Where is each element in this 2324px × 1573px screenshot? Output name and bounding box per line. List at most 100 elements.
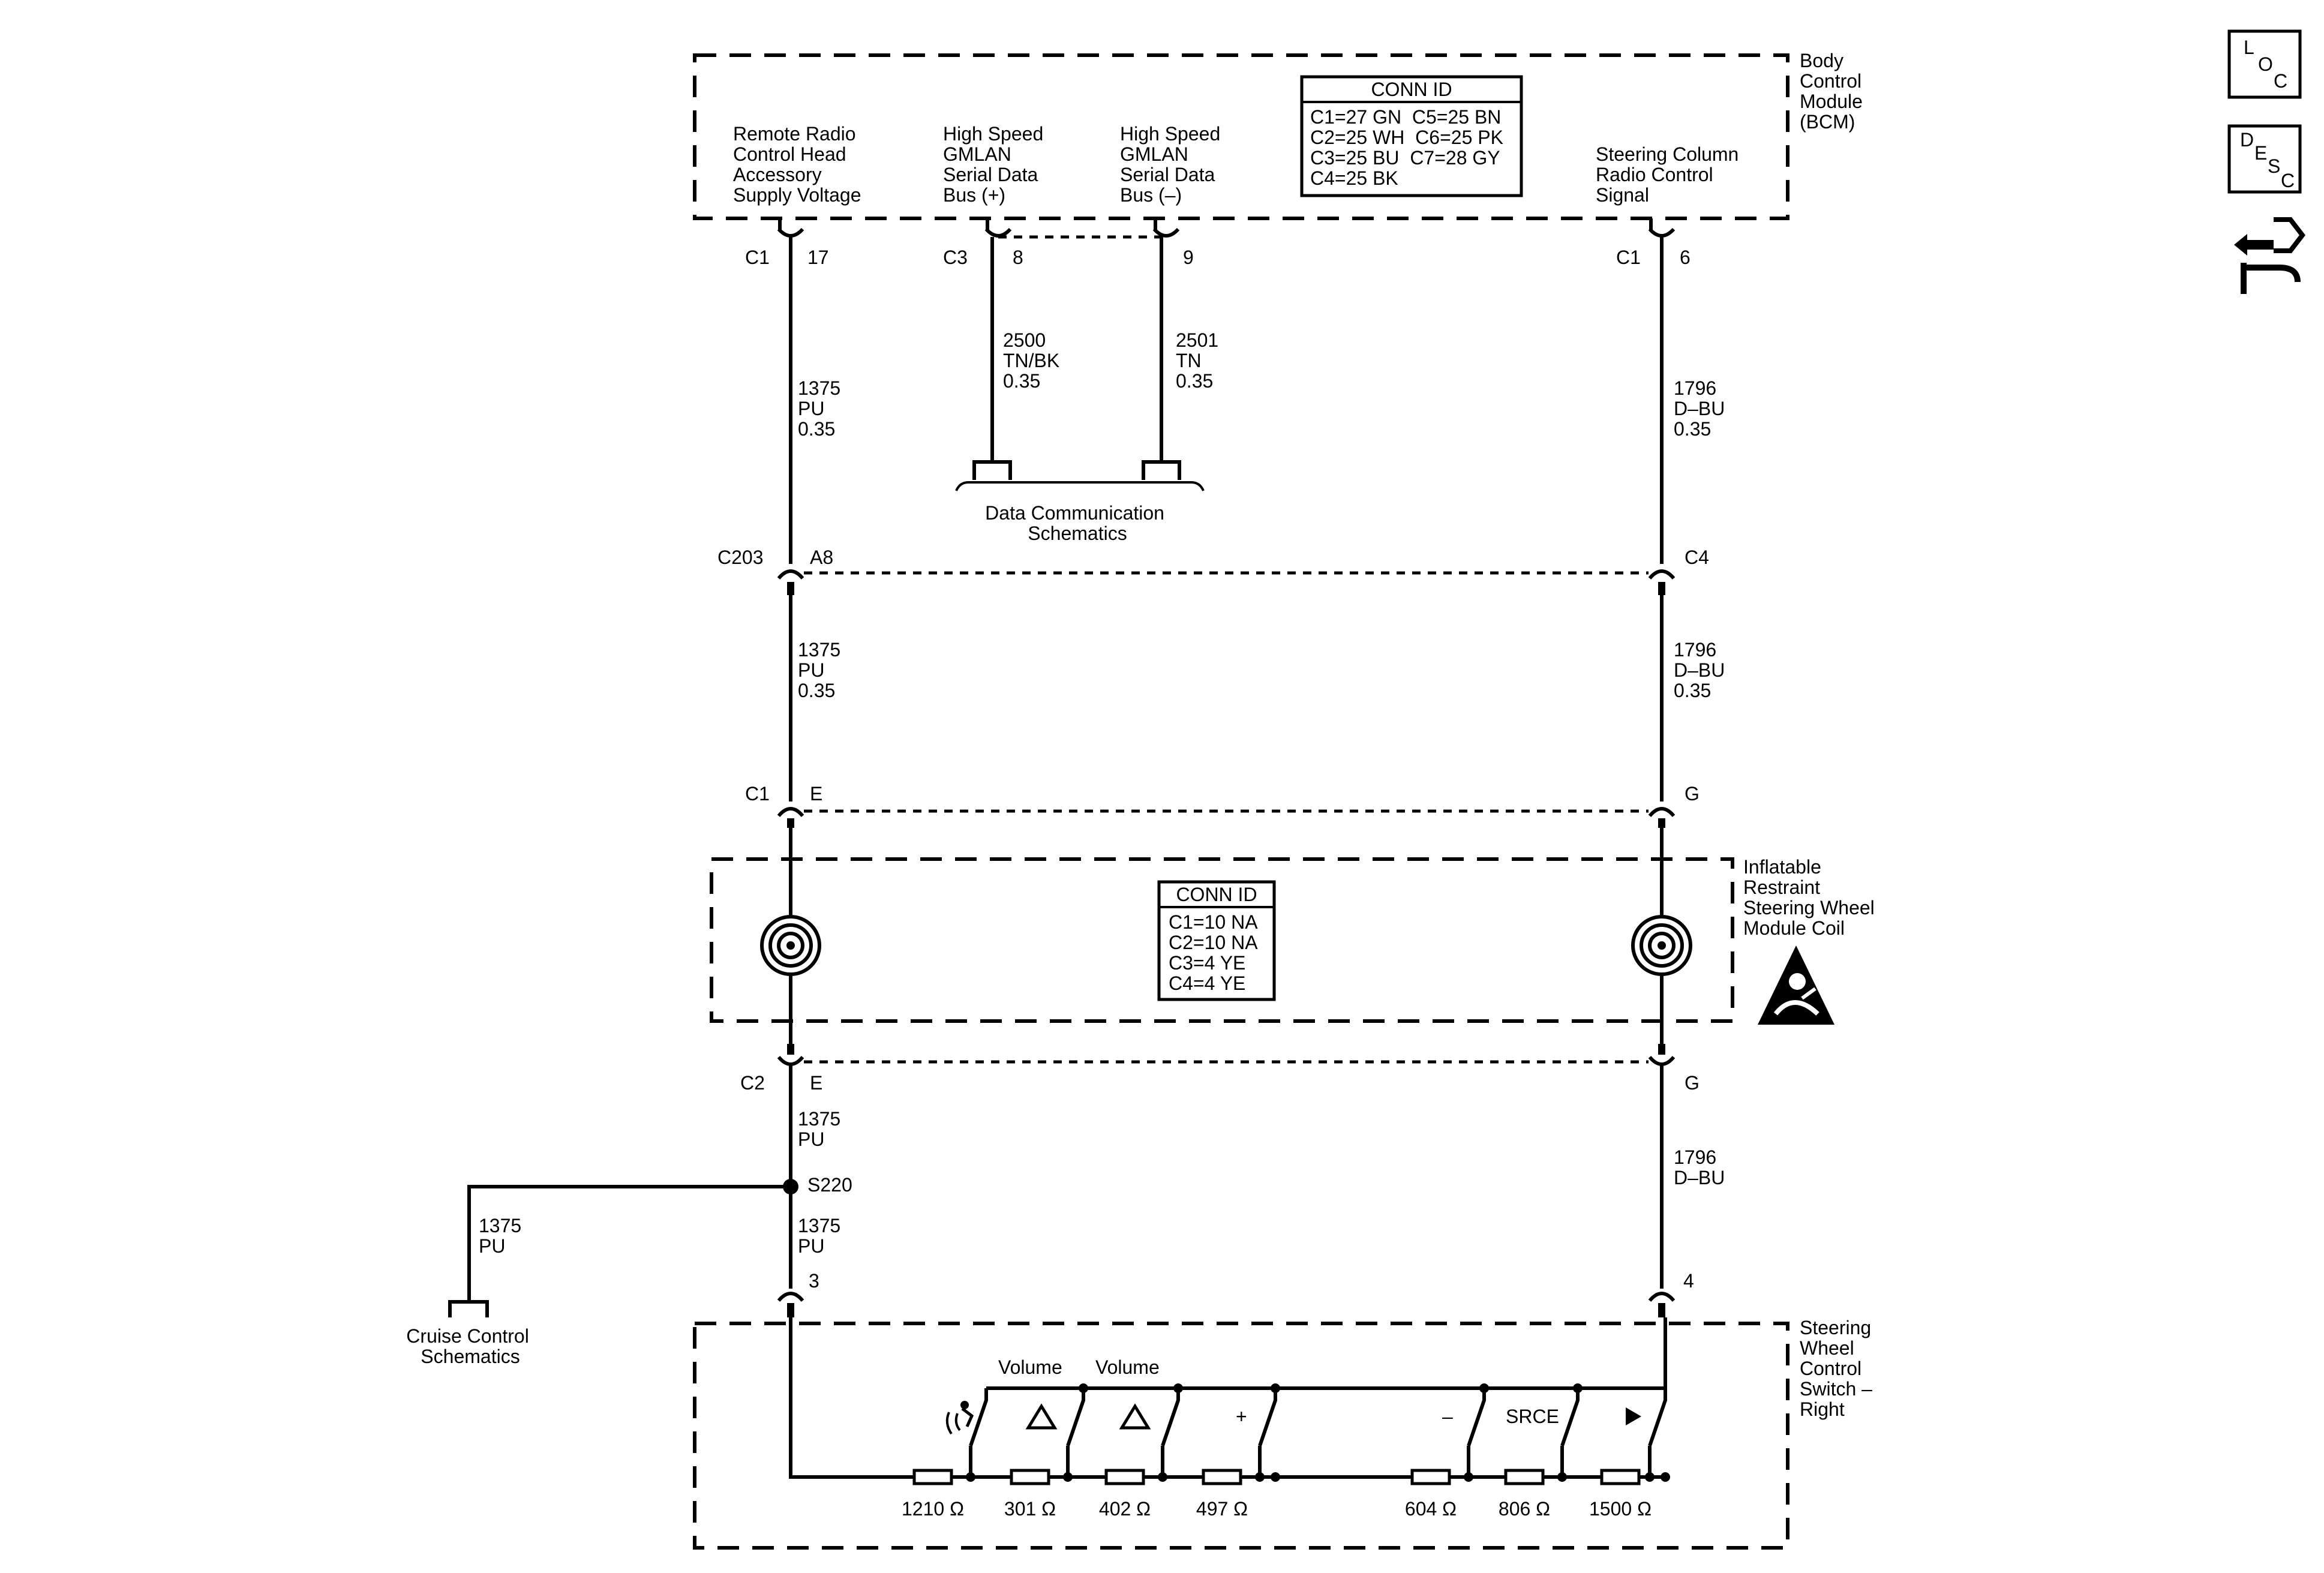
bcm-terminals bbox=[777, 218, 1676, 238]
connector-c203: C203 A8 C4 bbox=[717, 547, 1709, 595]
connector-c2: C2 E G bbox=[740, 1044, 1700, 1094]
bcm-signal-steering-column: Steering Column Radio Control Signal bbox=[1596, 143, 1744, 206]
airbag-warning-icon bbox=[1758, 945, 1834, 1025]
desc-button[interactable]: D E S C bbox=[2227, 124, 2302, 194]
pin-c3-label: C3 bbox=[943, 247, 968, 268]
coil-conn-id-title: CONN ID bbox=[1176, 884, 1257, 905]
volume-down-switch[interactable] bbox=[1066, 1388, 1085, 1477]
pin-c1-label: C1 bbox=[1616, 247, 1641, 268]
wire-1375-label: 1375 PU bbox=[798, 1215, 846, 1257]
svg-text:C: C bbox=[2274, 70, 2287, 92]
pin-4-label: 4 bbox=[1683, 1270, 1694, 1292]
coil-conn-id-row: C3=4 YE bbox=[1169, 952, 1245, 974]
pin-6-label: 6 bbox=[1680, 247, 1691, 268]
resistor-value: 1500 Ω bbox=[1589, 1498, 1652, 1520]
bcm-conn-id-row: C2=25 WH C6=25 PK bbox=[1310, 127, 1503, 148]
wire-1375-branch bbox=[467, 1185, 791, 1302]
data-communication-reference[interactable]: Data Communication Schematics bbox=[955, 460, 1205, 544]
bcm-module: Body Control Module (BCM) Remote Radio C… bbox=[693, 50, 1868, 220]
svg-text:L: L bbox=[2244, 37, 2254, 58]
resistor-value: 806 Ω bbox=[1499, 1498, 1550, 1520]
pin-g-label: G bbox=[1685, 1072, 1700, 1094]
junction-dots bbox=[966, 1383, 1670, 1482]
steering-wheel-control-switch: Steering Wheel Control Switch – Right bbox=[693, 1317, 1878, 1550]
pin-8-label: 8 bbox=[1013, 247, 1023, 268]
source-label: SRCE bbox=[1506, 1406, 1559, 1427]
splice-label: S220 bbox=[807, 1174, 852, 1196]
pin-e-label: E bbox=[810, 783, 822, 804]
pin-c1-label: C1 bbox=[745, 247, 770, 268]
data-communication-label: Data Communication Schematics bbox=[985, 502, 1170, 544]
resistor-value: 402 Ω bbox=[1099, 1498, 1151, 1520]
svg-text:E: E bbox=[2254, 142, 2267, 164]
bcm-conn-id-table: CONN ID C1=27 GN C5=25 BN C2=25 WH C6=25… bbox=[1300, 75, 1523, 197]
pin-c4-label: C4 bbox=[1685, 547, 1709, 568]
bcm-conn-id-row: C1=27 GN C5=25 BN bbox=[1310, 106, 1501, 128]
volume-up-icon bbox=[1119, 1403, 1151, 1430]
wire-1375-label: 1375 PU bbox=[798, 1108, 846, 1150]
svg-text:O: O bbox=[2258, 53, 2273, 75]
clockspring-coil-icon bbox=[1631, 915, 1692, 976]
bcm-name: Body Control Module (BCM) bbox=[1800, 50, 1868, 133]
minus-label: – bbox=[1442, 1406, 1453, 1427]
cruise-control-reference[interactable]: Cruise Control Schematics bbox=[406, 1300, 534, 1367]
pin-3-label: 3 bbox=[809, 1270, 819, 1292]
coil-name: Inflatable Restraint Steering Wheel Modu… bbox=[1743, 856, 1880, 939]
wire-2501-label: 2501 TN 0.35 bbox=[1176, 329, 1224, 392]
connector-c203-label: C203 bbox=[717, 547, 764, 568]
connector-c1-coil: C1 E G bbox=[745, 783, 1700, 828]
pin-9-label: 9 bbox=[1183, 247, 1194, 268]
pin-17-label: 17 bbox=[807, 247, 829, 268]
svg-text:S: S bbox=[2268, 155, 2280, 177]
bcm-conn-id-row: C3=25 BU C7=28 GY bbox=[1310, 147, 1500, 169]
steering-wheel-module-coil: CONN ID C1=10 NA C2=10 NA C3=4 YE C4=4 Y… bbox=[710, 828, 1880, 1044]
minus-switch[interactable] bbox=[1467, 1388, 1486, 1477]
voice-command-icon bbox=[945, 1401, 974, 1435]
svg-text:C: C bbox=[2281, 170, 2295, 191]
resistor bbox=[1504, 1469, 1545, 1485]
coil-conn-id-row: C2=10 NA bbox=[1169, 932, 1258, 953]
resistor-value: 497 Ω bbox=[1196, 1498, 1248, 1520]
resistor-value: 301 Ω bbox=[1004, 1498, 1056, 1520]
switch-module-name: Steering Wheel Control Switch – Right bbox=[1800, 1317, 1878, 1420]
plus-label: + bbox=[1236, 1406, 1247, 1427]
wire-1796-label: 1796 D–BU 0.35 bbox=[1674, 377, 1730, 440]
coil-conn-id-table: CONN ID C1=10 NA C2=10 NA C3=4 YE C4=4 Y… bbox=[1157, 880, 1276, 1001]
wire-1375-label: 1375 PU 0.35 bbox=[798, 639, 846, 701]
play-switch[interactable] bbox=[1648, 1388, 1667, 1477]
volume-label: Volume bbox=[1095, 1356, 1160, 1378]
volume-label: Volume bbox=[998, 1356, 1062, 1378]
resistor bbox=[1104, 1469, 1145, 1485]
wire-1375-branch-label: 1375 PU bbox=[479, 1215, 527, 1257]
pin-e-label: E bbox=[810, 1072, 822, 1094]
bcm-conn-id-row: C4=25 BK bbox=[1310, 167, 1398, 189]
resistor bbox=[1410, 1469, 1451, 1485]
svg-text:D: D bbox=[2240, 129, 2254, 151]
coil-conn-id-row: C1=10 NA bbox=[1169, 911, 1258, 933]
volume-up-switch[interactable] bbox=[1161, 1388, 1180, 1477]
source-switch[interactable] bbox=[1560, 1388, 1580, 1477]
resistor-value: 604 Ω bbox=[1405, 1498, 1457, 1520]
plus-switch[interactable] bbox=[1258, 1388, 1277, 1477]
wire-1796-label: 1796 D–BU 0.35 bbox=[1674, 639, 1730, 701]
coil-conn-id-row: C4=4 YE bbox=[1169, 972, 1245, 994]
clockspring-coil-icon bbox=[760, 915, 821, 976]
wire-1796-label: 1796 D–BU bbox=[1674, 1146, 1725, 1188]
pin-g-label: G bbox=[1685, 783, 1700, 804]
voice-switch[interactable] bbox=[969, 1388, 988, 1477]
wire-1375-label: 1375 PU 0.35 bbox=[798, 377, 846, 440]
bcm-conn-id-title: CONN ID bbox=[1371, 79, 1452, 100]
splice-s220: S220 bbox=[783, 1174, 852, 1196]
loc-button[interactable]: L O C bbox=[2227, 29, 2302, 99]
volume-down-icon bbox=[1025, 1403, 1058, 1430]
connector-c1-label: C1 bbox=[745, 783, 770, 804]
cruise-control-label: Cruise Control Schematics bbox=[406, 1325, 534, 1367]
resistor-value: 1210 Ω bbox=[902, 1498, 964, 1520]
component-view-icon[interactable] bbox=[2234, 217, 2306, 294]
wire-2500-label: 2500 TN/BK 0.35 bbox=[1003, 329, 1065, 392]
switch-connector: 3 4 bbox=[777, 1270, 1694, 1317]
resistor bbox=[1202, 1469, 1242, 1485]
pin-a8-label: A8 bbox=[810, 547, 833, 568]
connector-c2-label: C2 bbox=[740, 1072, 765, 1094]
play-icon bbox=[1626, 1407, 1641, 1425]
